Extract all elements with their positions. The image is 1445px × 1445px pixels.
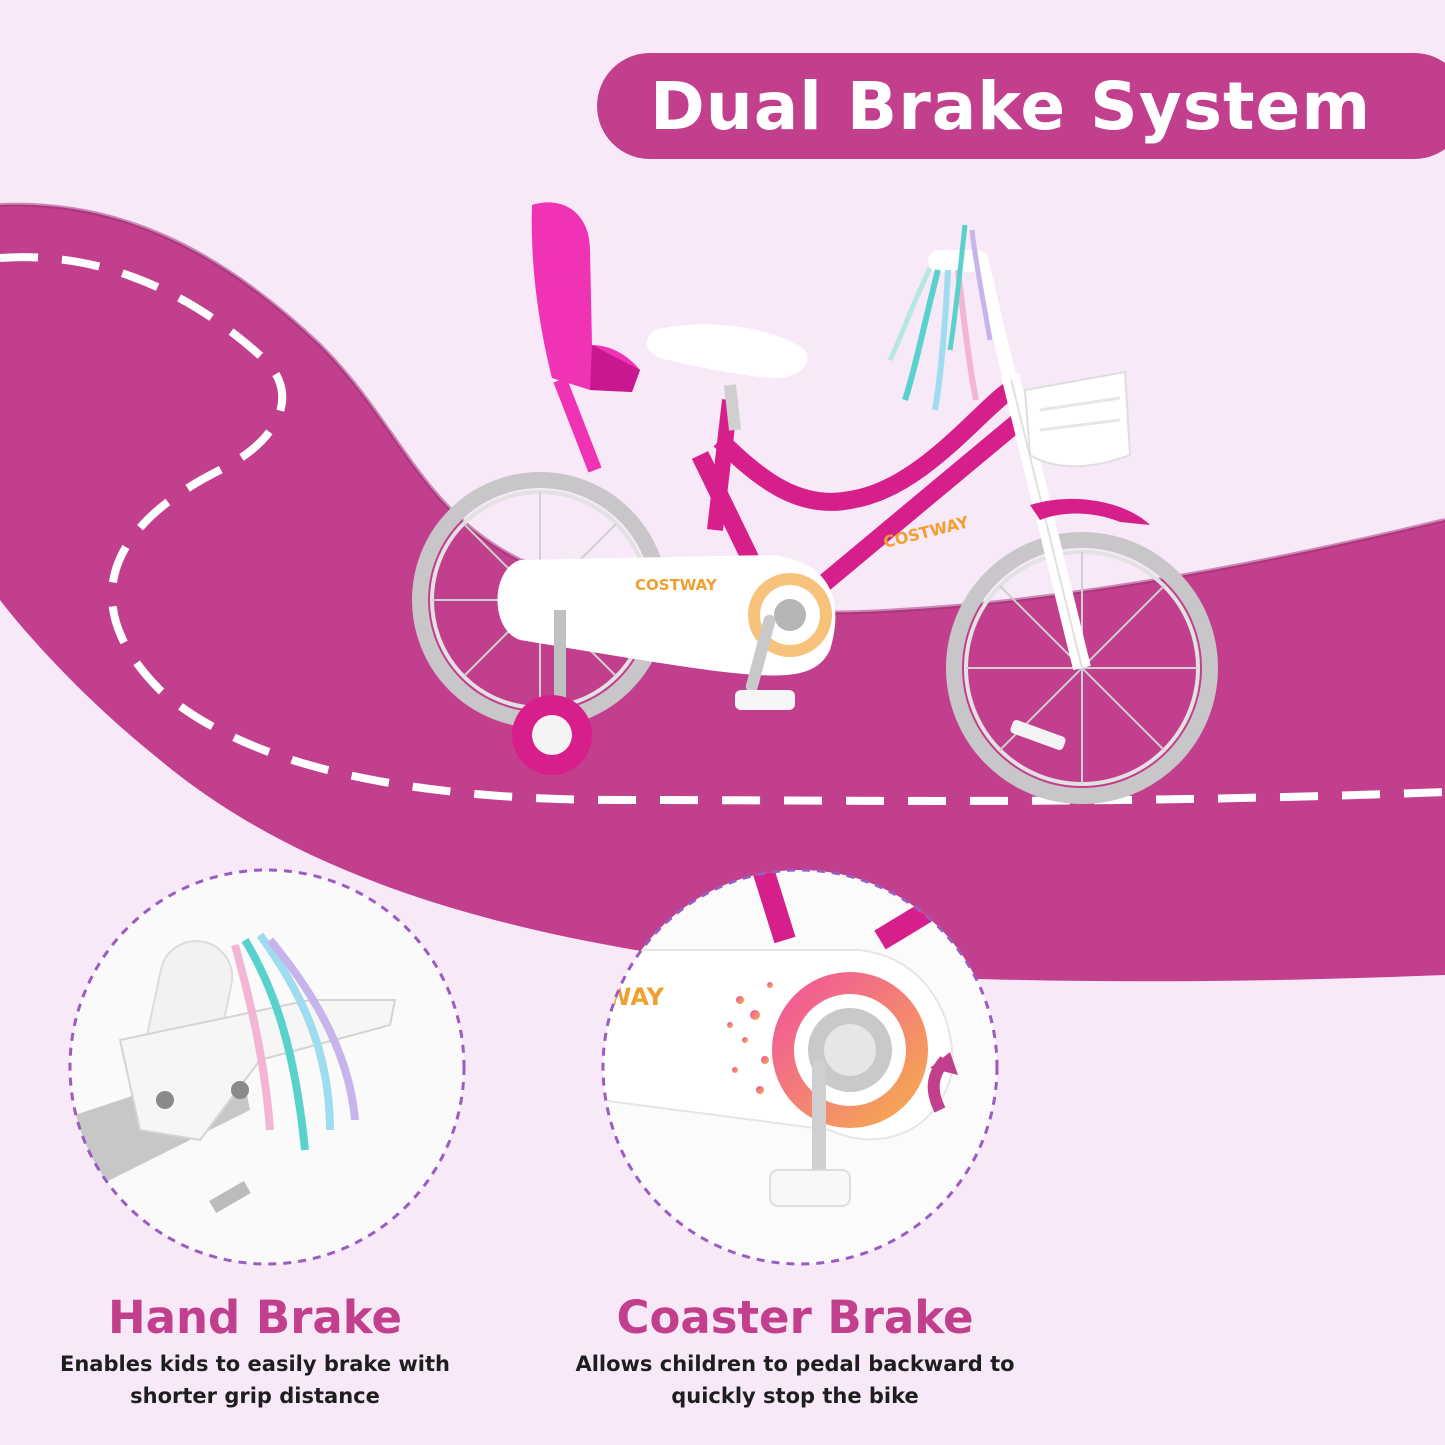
training-wheel: [512, 610, 592, 775]
basket: [1023, 370, 1132, 468]
streamers: [887, 224, 993, 411]
chain-guard-logo: COSTWAY: [635, 576, 718, 594]
road-dashed-line: [0, 253, 1445, 805]
coaster-brake-title: Coaster Brake: [616, 1291, 974, 1344]
hand-brake-title: Hand Brake: [107, 1291, 403, 1344]
hand-brake-description: Enables kids to easily brake with shorte…: [60, 1352, 450, 1408]
pedal-crank: [735, 614, 795, 710]
chain-guard: COSTWAY: [497, 555, 836, 676]
bicycle: COSTWAY COSTWAY: [412, 202, 1218, 804]
title-banner: [597, 53, 1445, 159]
doll-seat: [531, 202, 640, 473]
coaster-brake-description: Allows children to pedal backward to qui…: [575, 1352, 1015, 1408]
hand-brake-closeup: [68, 868, 466, 1266]
seat: [646, 324, 808, 431]
coaster-brake-closeup: WAY: [601, 868, 999, 1266]
page-title: Dual Brake System: [650, 68, 1372, 145]
